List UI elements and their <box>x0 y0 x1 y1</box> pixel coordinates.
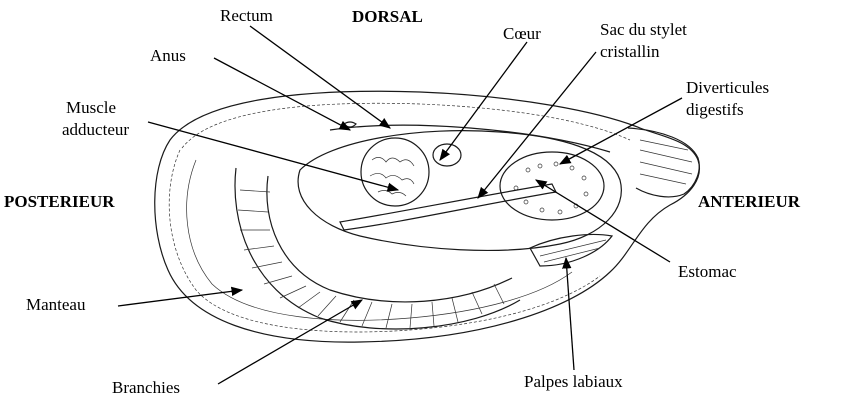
diverticula-texture <box>513 161 589 215</box>
pointer-lines <box>117 25 683 385</box>
heart <box>432 143 462 167</box>
pointer-heart <box>439 41 528 161</box>
label-mantle: Manteau <box>26 295 86 314</box>
mantle-edge <box>168 102 631 333</box>
mantle-inner <box>186 159 573 321</box>
visceral-mass <box>297 130 622 251</box>
pointer-style-sac <box>477 51 597 199</box>
pointer-stomach <box>535 179 671 263</box>
label-style-sac-line1: Sac du stylet <box>600 20 687 39</box>
label-labial-palps: Palpes labiaux <box>524 372 623 391</box>
label-heart: Cœur <box>503 24 541 43</box>
gill-striations <box>237 189 505 329</box>
pointer-diverticula <box>558 97 683 165</box>
pointer-labial-palps <box>562 256 575 371</box>
oyster-shell-drawing <box>154 90 700 343</box>
adductor-texture <box>369 157 415 197</box>
anus <box>343 121 357 128</box>
gills-inner <box>266 175 513 303</box>
pointer-mantle <box>117 286 244 307</box>
gills-outer <box>234 167 521 330</box>
pointer-adductor <box>147 121 400 192</box>
label-adductor-line2: adducteur <box>62 120 130 139</box>
label-diverticula-line1: Diverticules <box>686 78 770 97</box>
hinge <box>627 127 700 198</box>
pointer-rectum <box>249 25 391 129</box>
rectum <box>329 124 611 153</box>
pointer-gills <box>217 299 364 385</box>
label-gills: Branchies <box>112 378 180 397</box>
label-rectum: Rectum <box>220 6 273 25</box>
label-style-sac-line2: cristallin <box>600 42 660 61</box>
labial-palps <box>529 233 614 267</box>
adductor-muscle <box>360 137 430 207</box>
digestive-diverticula <box>499 151 605 221</box>
label-anterior: ANTERIEUR <box>698 192 801 211</box>
palp-lines <box>539 239 607 263</box>
label-stomach: Estomac <box>678 262 737 281</box>
hinge-lines <box>639 139 693 185</box>
label-diverticula-line2: digestifs <box>686 100 744 119</box>
pointer-anus <box>213 57 352 131</box>
label-anus: Anus <box>150 46 186 65</box>
style-sac <box>339 183 557 231</box>
label-posterior: POSTERIEUR <box>4 192 115 211</box>
outer-shell <box>154 90 700 343</box>
label-adductor-line1: Muscle <box>66 98 117 117</box>
label-dorsal: DORSAL <box>352 7 423 26</box>
